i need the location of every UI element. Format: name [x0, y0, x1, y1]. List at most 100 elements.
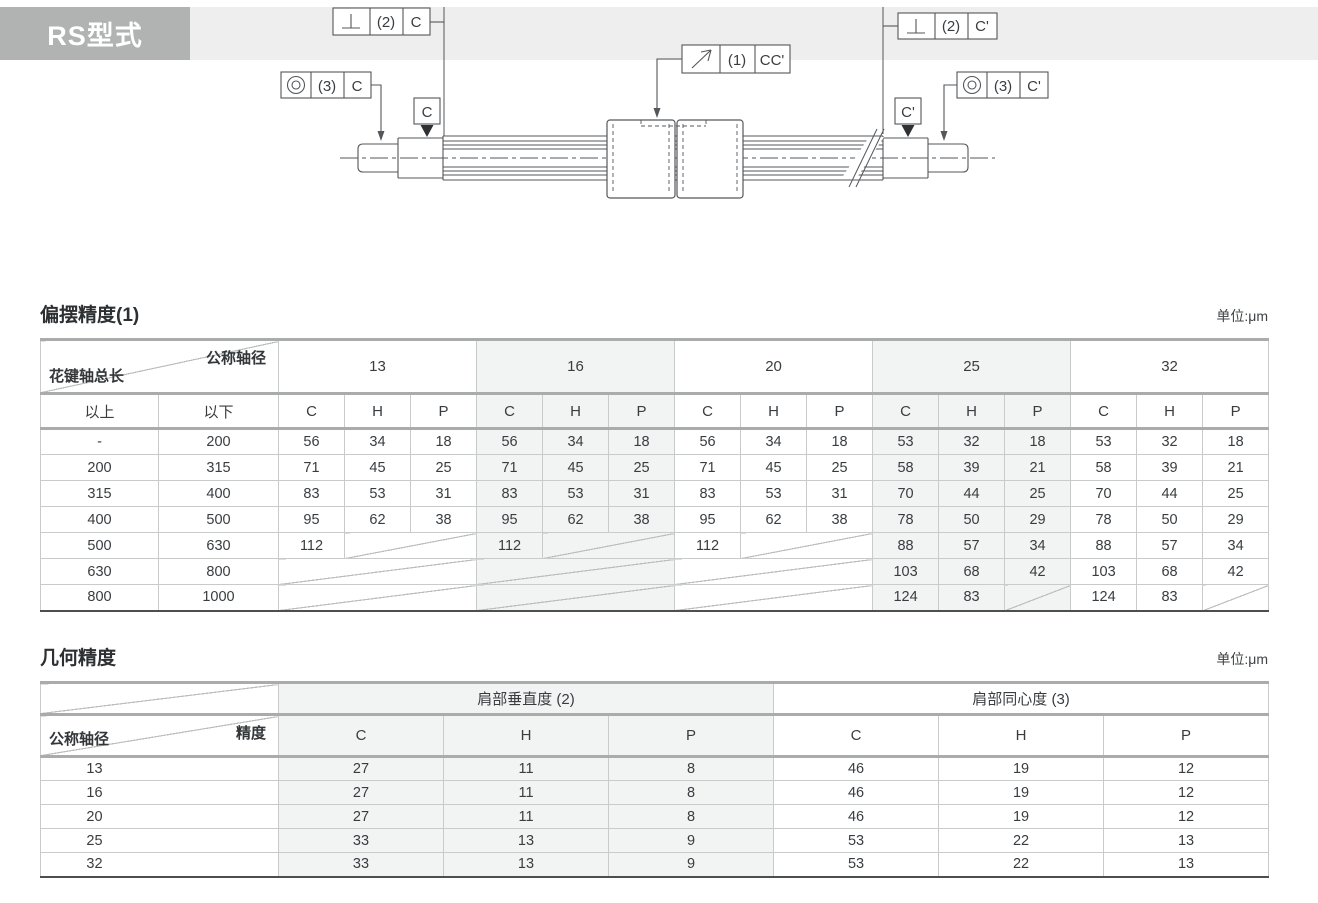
- column-header: C: [674, 393, 742, 430]
- column-header: P: [1004, 393, 1072, 430]
- table-cell: 68: [938, 558, 1006, 585]
- column-header: P: [806, 393, 874, 430]
- table-cell: 18: [608, 428, 676, 455]
- table-cell: 33: [278, 828, 444, 853]
- table-cell-empty: [277, 584, 478, 611]
- table-cell: 13: [443, 852, 609, 877]
- table-cell: 112: [476, 532, 544, 559]
- table-cell: 53: [344, 480, 411, 507]
- corner-label-bottom: 公称轴径: [49, 731, 110, 748]
- column-header: H: [938, 393, 1006, 430]
- break-mark: [841, 128, 885, 188]
- leader-arrowhead: [653, 108, 661, 118]
- column-header: P: [607, 714, 775, 758]
- datum-label: C: [422, 104, 433, 121]
- table-cell: 112: [674, 532, 742, 559]
- section-title: 偏摆精度(1): [40, 305, 140, 326]
- table-cell: 800: [40, 584, 159, 611]
- table-cell: 8: [607, 804, 775, 829]
- table-row: 16 27 11 8 46 19 12: [40, 780, 1270, 805]
- fcf-ref-label: (2): [942, 18, 960, 35]
- corner-header-cell: 公称轴径 花键轴总长: [40, 339, 279, 395]
- fcf-datum-label: C': [1027, 78, 1041, 95]
- table-cell: 25: [608, 454, 676, 481]
- table-cell: 315: [40, 480, 159, 507]
- table-cell: 71: [476, 454, 544, 481]
- table-cell: 11: [443, 780, 609, 805]
- table-cell: 83: [938, 584, 1006, 611]
- table-cell: 19: [938, 780, 1105, 805]
- table-row: 32 33 13 9 53 22 13: [40, 852, 1270, 877]
- fcf-ref-label: (1): [728, 52, 746, 69]
- column-header: 32: [1070, 339, 1270, 395]
- table-cell: 78: [1070, 506, 1138, 533]
- column-header: H: [938, 714, 1105, 758]
- table-cell: 13: [443, 828, 609, 853]
- column-header: P: [608, 393, 676, 430]
- table-cell: 38: [806, 506, 874, 533]
- table-cell: 27: [278, 756, 444, 781]
- column-header: C: [476, 393, 544, 430]
- table-cell: 58: [872, 454, 940, 481]
- table-cell: 400: [40, 506, 159, 533]
- table-cell: 71: [278, 454, 345, 481]
- table-cell: 31: [806, 480, 874, 507]
- table-cell: 29: [1004, 506, 1072, 533]
- table-cell: 42: [1004, 558, 1072, 585]
- table-cell: 83: [1136, 584, 1204, 611]
- table-cell-empty: [674, 584, 874, 611]
- table-cell: 27: [278, 804, 444, 829]
- table-cell: 83: [674, 480, 742, 507]
- table-cell: 8: [607, 780, 775, 805]
- fcf-datum-label: C': [975, 18, 989, 35]
- fcf-datum-label: CC': [760, 52, 785, 69]
- fcf-datum-label: C: [411, 14, 422, 31]
- table-cell: 39: [1136, 454, 1204, 481]
- table-cell: 124: [872, 584, 940, 611]
- table-cell: 53: [872, 428, 940, 455]
- table-cell: 21: [1004, 454, 1072, 481]
- table-cell-empty: [1004, 584, 1072, 611]
- column-header: C: [278, 393, 345, 430]
- table-row: 肩部垂直度 (2) 肩部同心度 (3): [40, 682, 1270, 716]
- section-head-geometric: 几何精度 单位:μm: [40, 643, 1268, 670]
- table-cell: 56: [674, 428, 742, 455]
- table-cell: 56: [476, 428, 544, 455]
- column-header: 以上: [40, 393, 159, 430]
- nut-hidden-lines: [612, 120, 738, 194]
- table-row: 20 27 11 8 46 19 12: [40, 804, 1270, 829]
- table-cell: 70: [872, 480, 940, 507]
- table-cell: 29: [1202, 506, 1270, 533]
- table-cell: 46: [773, 780, 940, 805]
- table-row: 公称轴径 花键轴总长 13 16 20 25 32: [40, 339, 1270, 395]
- table-row: 400 500 95 62 38 95 62 38 95 62 38 78 50…: [40, 506, 1270, 533]
- table-cell: 13: [40, 756, 279, 781]
- column-header: P: [409, 393, 478, 430]
- table-cell: 12: [1103, 804, 1270, 829]
- datum-target-right: C': [894, 97, 922, 137]
- table-cell: 8: [607, 756, 775, 781]
- table-cell: 18: [806, 428, 874, 455]
- table-cell: 62: [542, 506, 610, 533]
- table-cell: -: [40, 428, 159, 455]
- table-cell: 68: [1136, 558, 1204, 585]
- table-cell: 53: [773, 852, 940, 877]
- table-cell: 21: [1202, 454, 1270, 481]
- table-cell: 34: [1004, 532, 1072, 559]
- datum-label: C': [901, 104, 915, 121]
- fcf-ref-label: (3): [994, 78, 1012, 95]
- table-cell: 112: [278, 532, 345, 559]
- column-header: H: [740, 393, 808, 430]
- table-cell-empty: [277, 558, 478, 585]
- table-cell: 500: [158, 506, 279, 533]
- column-header: 20: [674, 339, 874, 395]
- table-cell-empty: [740, 532, 874, 559]
- table-cell-empty: [542, 532, 676, 559]
- table-cell: 38: [409, 506, 478, 533]
- concentricity-icon: [286, 75, 306, 95]
- column-header: C: [872, 393, 940, 430]
- table-cell: 25: [806, 454, 874, 481]
- table-cell: 62: [344, 506, 411, 533]
- corner-header-cell: 精度 公称轴径: [40, 714, 279, 758]
- table-cell: 124: [1070, 584, 1138, 611]
